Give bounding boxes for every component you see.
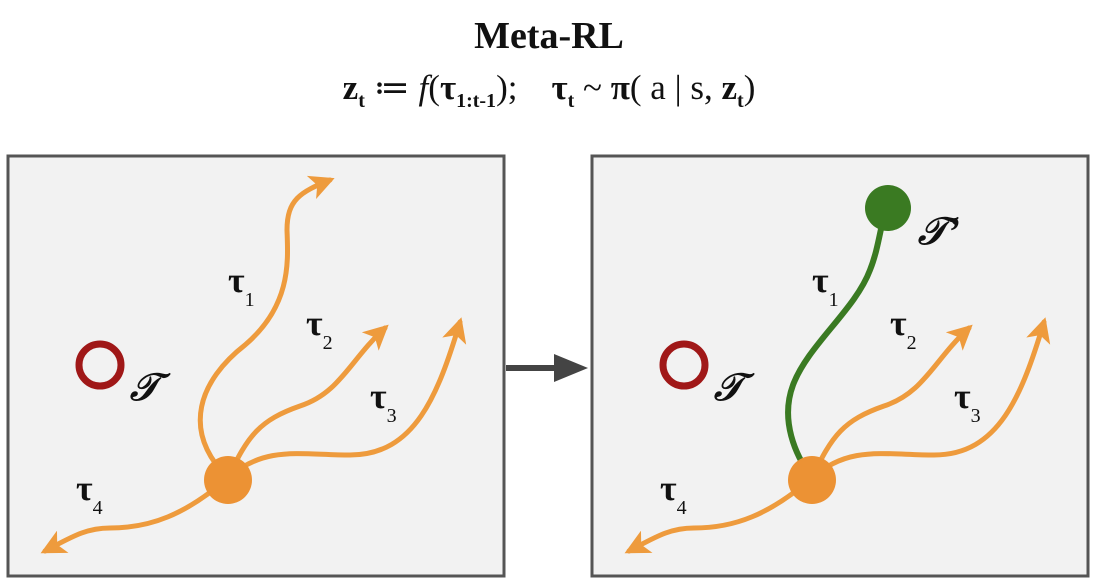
- formula-paren-open: (: [428, 68, 440, 107]
- formula-f: f: [418, 68, 429, 107]
- formula-args: ( a | s,: [629, 68, 722, 107]
- transition-arrow: [506, 354, 588, 382]
- tau-3-label: τ3: [954, 376, 981, 427]
- tau-2-label: τ2: [890, 303, 917, 354]
- new-task-node: [865, 185, 911, 231]
- tau-4-label: τ4: [76, 468, 103, 519]
- formula-tilde: ~: [574, 68, 611, 107]
- tau-1-label: τ1: [228, 260, 255, 311]
- formula-tau: τ: [439, 68, 457, 107]
- trajectory-2: [225, 324, 389, 481]
- start-node: [204, 456, 252, 504]
- right-panel: 𝒯 𝒯’ τ1 τ2 τ3 τ4: [590, 154, 1090, 578]
- task-circle: [659, 340, 709, 390]
- trajectory-3: [809, 317, 1051, 481]
- trajectory-3: [225, 317, 467, 481]
- trajectory-2: [809, 324, 973, 481]
- formula-paren-close: );: [496, 68, 518, 107]
- formula: zt ≔ f(τ1:t-1);τt ~ π( a | s, zt): [0, 68, 1098, 113]
- formula-z-sub: t: [358, 90, 365, 112]
- tau-3-label: τ3: [370, 376, 397, 427]
- formula-args-close: ): [743, 68, 756, 107]
- task-circle: [75, 340, 125, 390]
- trajectory-4: [624, 475, 815, 554]
- trajectory-1-adapted: [785, 209, 888, 481]
- formula-z2: z: [721, 68, 738, 107]
- formula-assign: ≔: [364, 68, 419, 107]
- start-node: [788, 456, 836, 504]
- formula-z: z: [342, 68, 359, 107]
- diagram-title: Meta-RL: [474, 15, 624, 57]
- new-task-label: 𝒯’: [917, 211, 960, 253]
- tau-1-label: τ1: [812, 260, 839, 311]
- formula-tau-t: τ: [551, 68, 568, 107]
- tau-2-label: τ2: [306, 303, 333, 354]
- trajectory-1: [197, 175, 335, 481]
- left-panel: 𝒯 τ1 τ2 τ3 τ4: [6, 154, 506, 578]
- trajectory-4: [40, 475, 231, 554]
- transition-arrow-head: [554, 354, 588, 382]
- formula-z2-sub: t: [737, 90, 744, 112]
- tau-4-label: τ4: [660, 468, 687, 519]
- left-panel-frame: [6, 154, 506, 578]
- formula-pi: π: [610, 68, 630, 107]
- formula-tau-sub: 1:t-1: [456, 90, 497, 112]
- right-panel-frame: [590, 154, 1090, 578]
- formula-tau-t-sub: t: [567, 90, 575, 112]
